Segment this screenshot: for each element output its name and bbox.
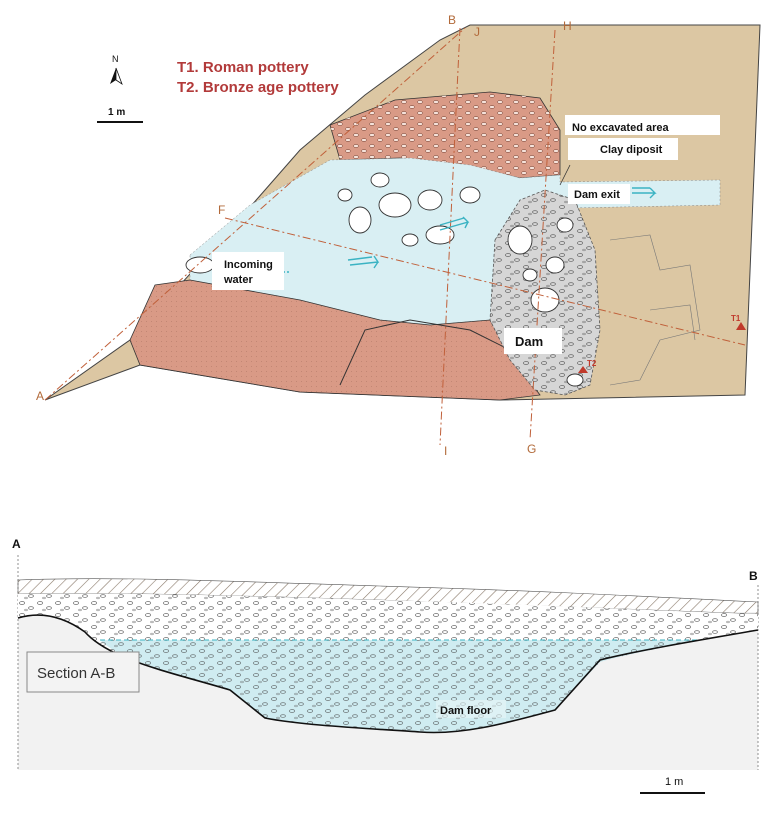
line-label-a: A <box>36 389 44 403</box>
section-scale-label: 1 m <box>665 776 683 788</box>
section-end-b: B <box>749 569 758 583</box>
dam-label: Dam <box>515 334 543 349</box>
plan-view: B J H F A I G No excavated area Clay dip… <box>36 13 761 458</box>
dam-exit-label: Dam exit <box>574 189 620 201</box>
line-label-f: F <box>218 203 225 217</box>
incoming-water-label-2: water <box>223 274 253 286</box>
clay-deposit-label: Clay diposit <box>600 144 663 156</box>
t1-marker-label: T1 <box>731 314 741 323</box>
no-excavated-box <box>565 115 720 135</box>
north-label: N <box>112 54 119 64</box>
line-label-j: J <box>474 25 480 39</box>
legend-t1: T1. Roman pottery <box>177 59 309 76</box>
t2-marker-label: T2 <box>587 359 597 368</box>
north-arrow-icon <box>110 67 123 86</box>
bedrock-profile <box>17 614 759 734</box>
clay-deposit-box <box>568 138 678 160</box>
section-title: Section A-B <box>37 665 115 682</box>
line-label-b: B <box>448 13 456 27</box>
line-label-h: H <box>563 19 572 33</box>
faint-sketch <box>609 234 701 386</box>
section-view: A B Section A-B Dam floor 1 m <box>12 537 759 794</box>
section-title-box <box>26 651 140 693</box>
legend-t2: T2. Bronze age pottery <box>177 79 339 96</box>
dam-floor-label: Dam floor <box>440 705 492 717</box>
plan-scale-label: 1 m <box>108 107 125 118</box>
incoming-water-box <box>212 252 284 290</box>
t2-marker-icon <box>578 366 588 373</box>
flow-arrows <box>275 187 657 273</box>
stone-inlet <box>185 256 215 274</box>
incoming-water-label-1: Incoming <box>224 259 273 271</box>
section-lines <box>44 27 746 446</box>
dam-box <box>504 328 562 354</box>
line-label-i: I <box>444 444 447 458</box>
section-end-a: A <box>12 537 21 551</box>
no-excavated-label: No excavated area <box>572 122 669 134</box>
t1-marker-icon <box>736 322 746 330</box>
line-label-g: G <box>527 442 536 456</box>
dam-exit-box <box>568 184 630 204</box>
